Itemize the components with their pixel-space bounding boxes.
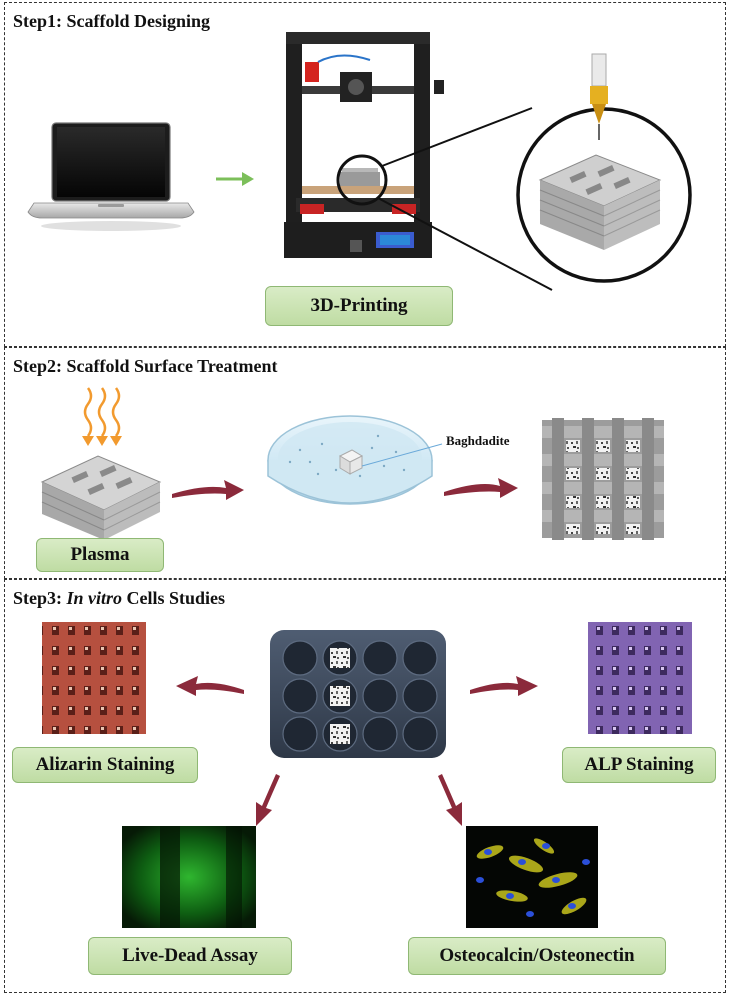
step1-panel: Step1: Scaffold Designing xyxy=(4,2,726,347)
live-dead-assay-box: Live-Dead Assay xyxy=(88,937,292,975)
alp-staining-box: ALP Staining xyxy=(562,747,716,783)
step3-title: Step3: In vitro Cells Studies xyxy=(13,588,226,608)
3d-printing-box: 3D-Printing xyxy=(265,286,453,326)
heat-rays-icon xyxy=(82,387,122,446)
live-dead-image xyxy=(122,826,256,928)
maroon-arrow-icon xyxy=(172,480,244,500)
maroon-arrow-icon xyxy=(444,478,518,498)
alp-stain-image xyxy=(588,622,692,734)
step1-title: Step1: Scaffold Designing xyxy=(13,11,211,31)
zoom-circle-icon xyxy=(516,53,692,283)
arrow-to-alp-icon xyxy=(470,676,538,696)
arrow-to-osteo-icon xyxy=(438,774,462,826)
alizarin-stain-image xyxy=(42,622,146,734)
step3-panel: Step3: In vitro Cells Studies xyxy=(4,579,726,993)
laptop-icon xyxy=(27,122,195,231)
well-plate-icon xyxy=(270,630,446,758)
step2-title: Step2: Scaffold Surface Treatment xyxy=(13,356,278,376)
baghdadite-label: Baghdadite xyxy=(446,433,510,448)
coated-scaffold-icon xyxy=(542,418,664,540)
arrow-to-live-dead-icon xyxy=(256,774,280,826)
petri-dish-icon xyxy=(267,415,443,505)
alizarin-staining-box: Alizarin Staining xyxy=(12,747,198,783)
3d-printer-icon xyxy=(284,32,553,291)
plasma-box: Plasma xyxy=(36,538,164,572)
osteocalcin-osteonectin-box: Osteocalcin/Osteonectin xyxy=(408,937,666,975)
arrow-to-alizarin-icon xyxy=(176,676,244,696)
step2-panel: Step2: Scaffold Surface Treatment xyxy=(4,347,726,579)
osteo-stain-image xyxy=(466,826,598,928)
plasma-scaffold-icon xyxy=(40,455,162,540)
green-arrow-icon xyxy=(216,172,254,186)
